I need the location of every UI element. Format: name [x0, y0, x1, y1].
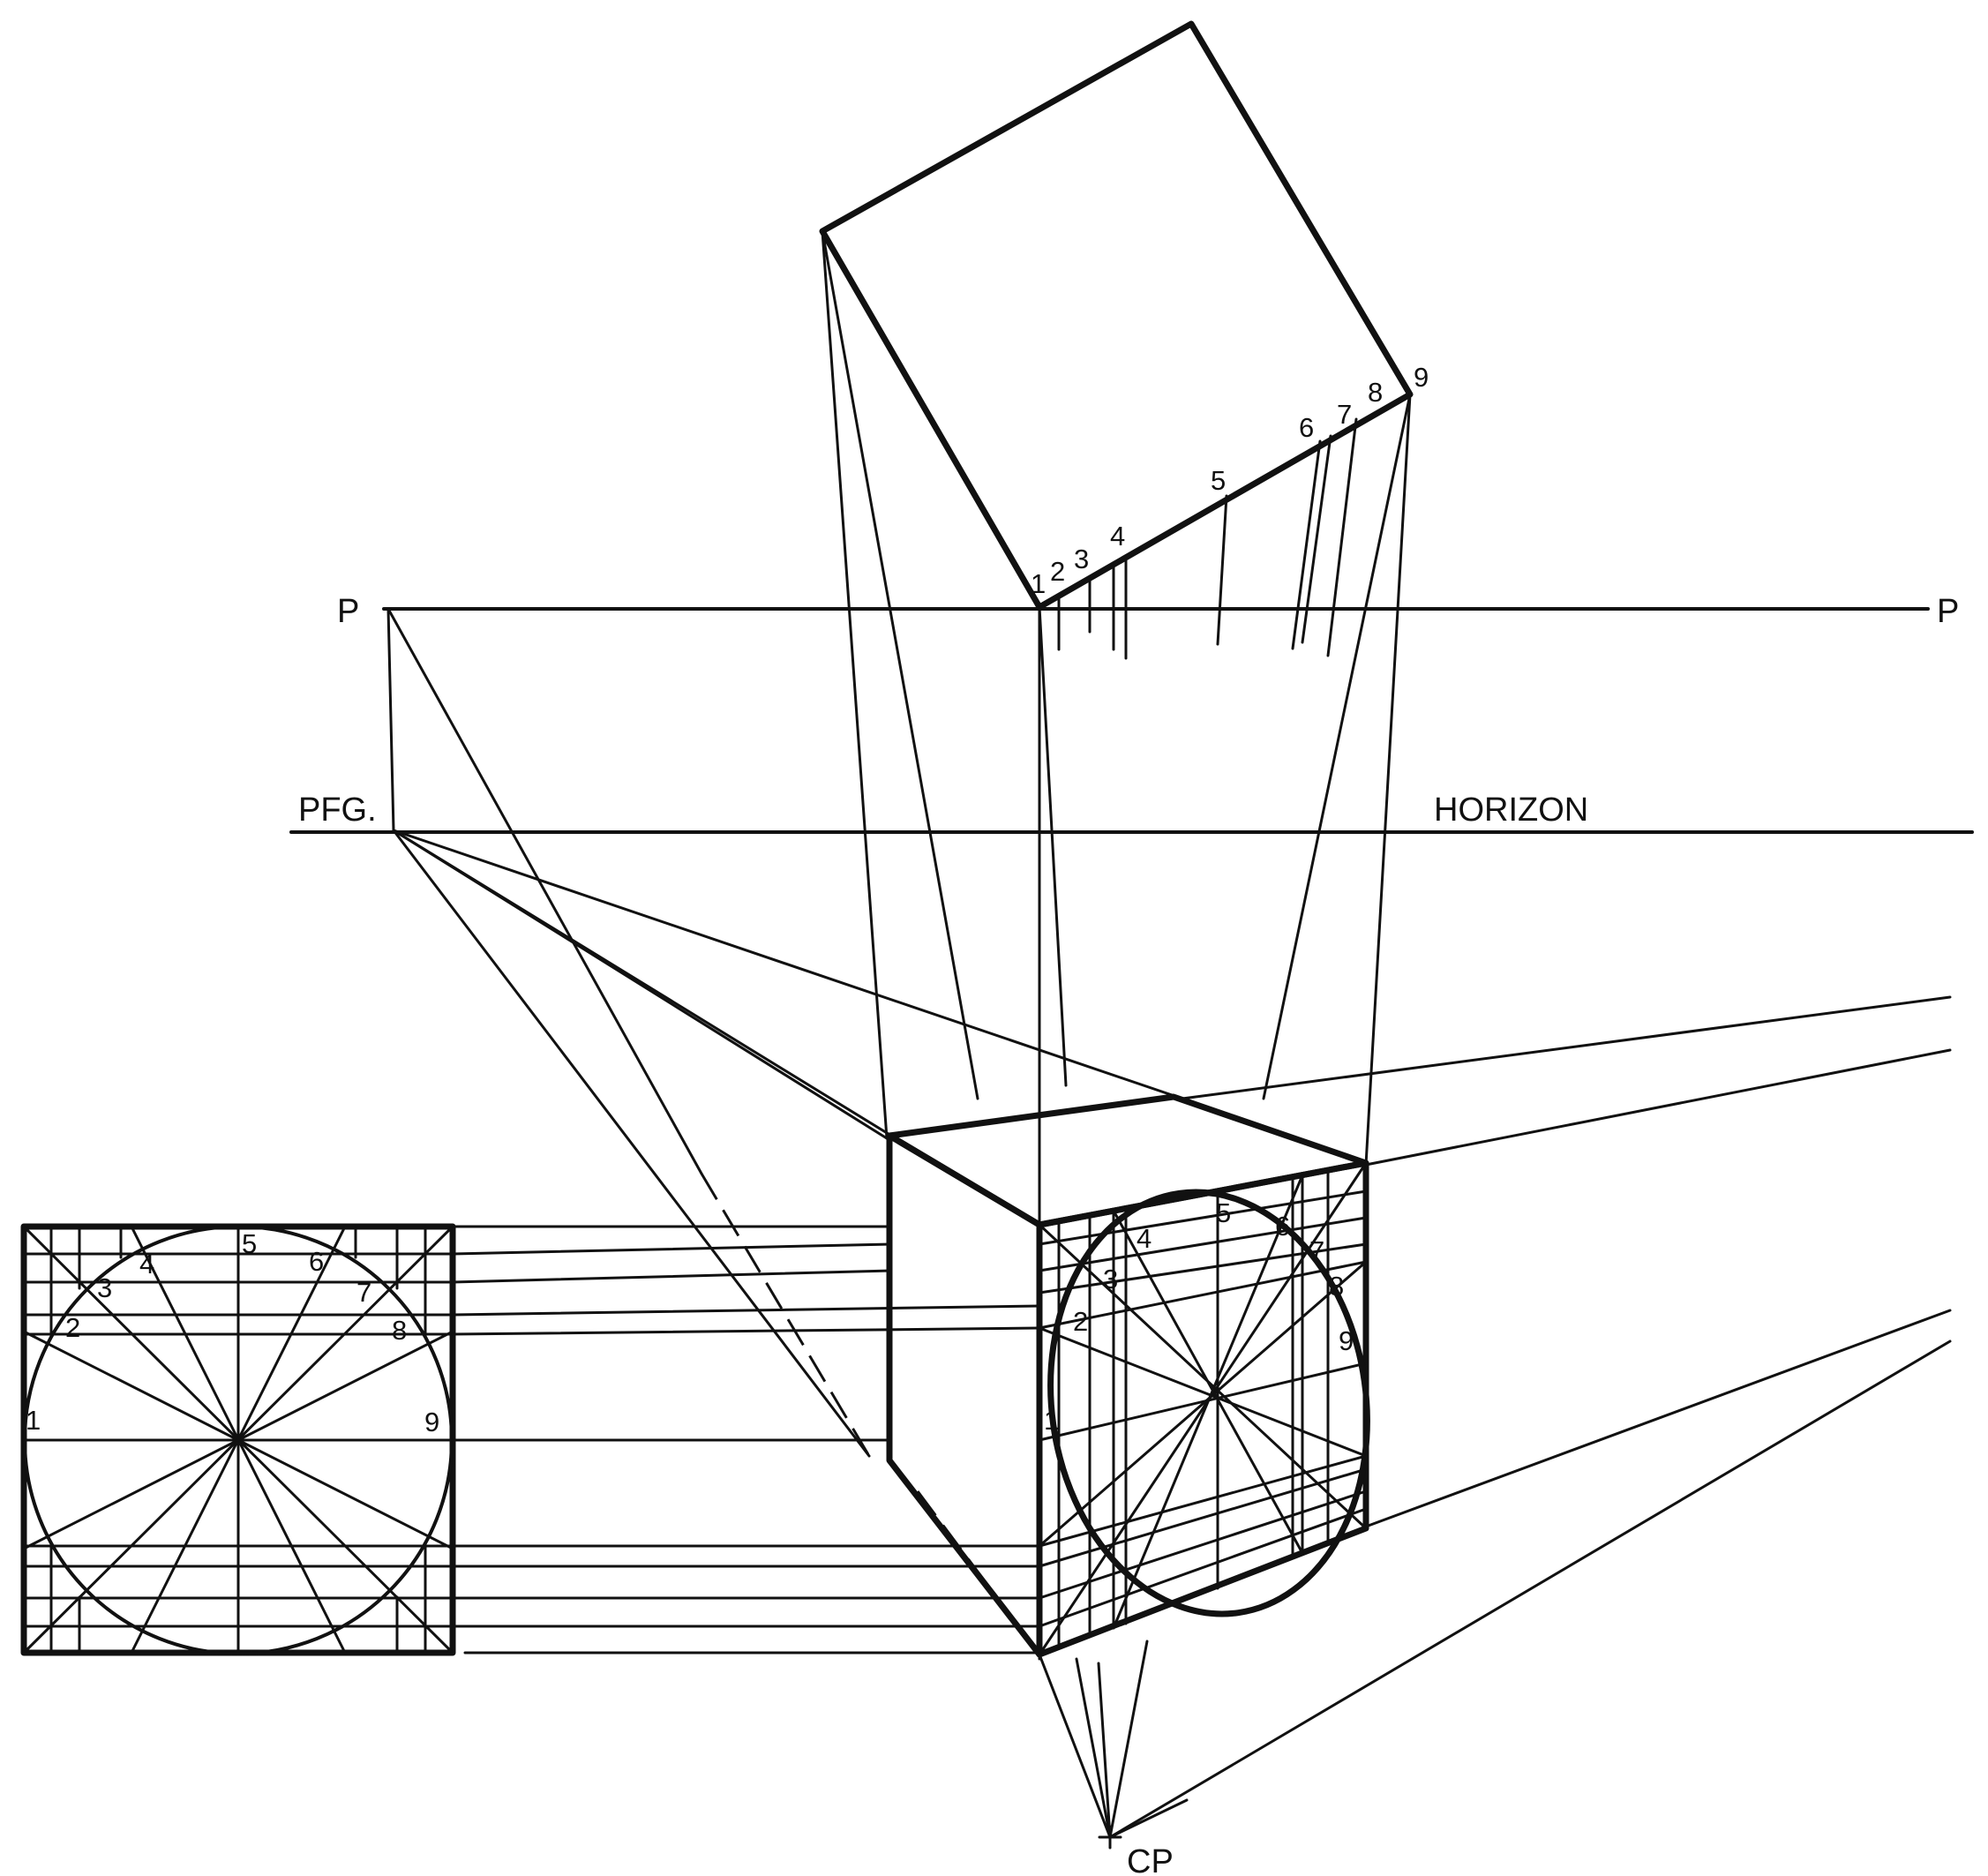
plan-number: 9: [1414, 362, 1429, 393]
label-pfg: PFG.: [298, 792, 377, 829]
plan-number: 3: [1074, 544, 1089, 574]
pfg-drop-line: [386, 607, 395, 832]
perspective-cube: [886, 1093, 1370, 1658]
elevation-projector-lines: [451, 1225, 1041, 1655]
vanishing-construction-lines: [386, 607, 1952, 1528]
perspective-number: 6: [1275, 1211, 1290, 1242]
center-point-construction: [916, 1339, 1952, 1850]
elevation-number: 3: [97, 1272, 112, 1303]
perspective-number: 2: [1073, 1306, 1088, 1337]
reference-labels: P P PFG. HORIZON CP: [298, 593, 1959, 1876]
plan-number: 2: [1050, 556, 1065, 587]
perspective-numbers: 1 2 3 4 5 6 7 8 9: [1044, 1197, 1354, 1436]
plan-number: 8: [1368, 377, 1383, 408]
plan-number: 6: [1299, 412, 1314, 443]
elevation-number: 4: [139, 1249, 154, 1279]
picture-plane-and-horizon: [289, 607, 1974, 834]
perspective-number: 1: [1044, 1405, 1059, 1436]
elevation-number: 6: [309, 1246, 324, 1277]
plan-number: 1: [1031, 568, 1046, 599]
perspective-circle: [1047, 1189, 1370, 1617]
elevation-numbers: 1 2 3 4 5 6 7 8 9: [26, 1228, 439, 1437]
perspective-number: 4: [1137, 1223, 1152, 1254]
label-cp: CP: [1127, 1843, 1174, 1876]
plan-projector-lines: [821, 229, 1412, 1661]
elevation-view: [20, 1223, 456, 1656]
plan-number: 4: [1110, 521, 1125, 552]
label-p-left: P: [337, 593, 359, 630]
perspective-number: 7: [1309, 1235, 1324, 1266]
perspective-number: 9: [1339, 1325, 1354, 1356]
elevation-number: 2: [65, 1312, 80, 1343]
label-p-right: P: [1937, 593, 1959, 630]
elevation-number: 7: [356, 1277, 371, 1308]
plan-view-square: [819, 20, 1414, 660]
cube-left-face: [886, 1132, 1043, 1658]
perspective-number: 5: [1216, 1197, 1231, 1228]
plan-number: 7: [1337, 399, 1352, 430]
elevation-number: 5: [242, 1228, 257, 1259]
plan-number: 5: [1211, 465, 1226, 496]
elevation-number: 8: [392, 1315, 407, 1346]
elevation-number: 1: [26, 1405, 41, 1436]
label-horizon: HORIZON: [1434, 792, 1588, 829]
plan-view-numbers: 1 2 3 4 5 6 7 8 9: [1031, 362, 1429, 599]
perspective-number: 8: [1329, 1271, 1344, 1302]
perspective-number: 3: [1103, 1264, 1118, 1294]
elevation-number: 9: [424, 1407, 439, 1437]
